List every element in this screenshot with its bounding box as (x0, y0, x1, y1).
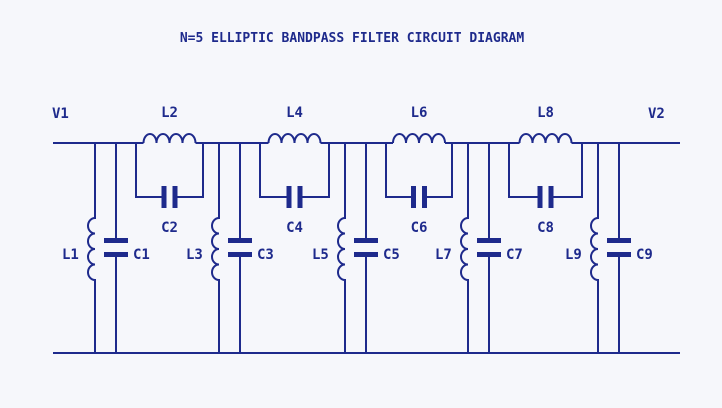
port-label-input: V1 (52, 106, 69, 122)
capacitor-plate (477, 238, 501, 243)
bypass-wire (135, 143, 204, 198)
capacitor-plate (104, 238, 128, 243)
capacitor-plate (607, 238, 631, 243)
series-inductor-label: L6 (411, 105, 428, 121)
capacitor-plate (537, 186, 543, 208)
capacitor-plate (354, 252, 378, 257)
series-capacitor-label: C8 (537, 220, 554, 236)
bypass-wire (508, 143, 583, 198)
bypass-wire (259, 143, 330, 198)
capacitor-plate (104, 252, 128, 257)
shunt-inductor-l3 (211, 143, 220, 353)
shunt-inductor-label: L1 (62, 247, 79, 263)
shunt-inductor-l9 (590, 143, 599, 353)
series-inductor-l2 (142, 133, 197, 144)
series-inductor-l8 (518, 133, 573, 144)
series-inductor-l6 (392, 133, 446, 144)
capacitor-plate (548, 186, 554, 208)
series-inductor-label: L2 (161, 105, 178, 121)
capacitor-plate (607, 252, 631, 257)
series-capacitor-label: C6 (411, 220, 428, 236)
shunt-inductor-label: L9 (565, 247, 582, 263)
capacitor-plate (477, 252, 501, 257)
series-inductor-l4 (267, 133, 322, 144)
shunt-inductor-l7 (460, 143, 469, 353)
shunt-capacitor-label: C5 (383, 247, 400, 263)
capacitor-plate (286, 186, 292, 208)
shunt-capacitor-label: C1 (133, 247, 150, 263)
capacitor-plate (297, 186, 303, 208)
diagram-title: N=5 ELLIPTIC BANDPASS FILTER CIRCUIT DIA… (180, 31, 525, 46)
capacitor-plate (161, 186, 167, 208)
port-label-output: V2 (648, 106, 665, 122)
bypass-wire (385, 143, 453, 198)
series-capacitor-label: C4 (286, 220, 303, 236)
capacitor-plate (172, 186, 178, 208)
capacitor-plate (228, 238, 252, 243)
capacitor-plate (422, 186, 427, 208)
shunt-capacitor-label: C9 (636, 247, 653, 263)
shunt-inductor-l5 (337, 143, 346, 353)
shunt-inductor-label: L5 (312, 247, 329, 263)
shunt-inductor-label: L7 (435, 247, 452, 263)
series-inductor-label: L8 (537, 105, 554, 121)
capacitor-plate (228, 252, 252, 257)
capacitor-plate (411, 186, 416, 208)
shunt-inductor-label: L3 (186, 247, 203, 263)
series-inductor-label: L4 (286, 105, 303, 121)
capacitor-plate (354, 238, 378, 243)
shunt-capacitor-label: C3 (257, 247, 274, 263)
shunt-inductor-l1 (87, 143, 96, 353)
series-capacitor-label: C2 (161, 220, 178, 236)
shunt-capacitor-label: C7 (506, 247, 523, 263)
